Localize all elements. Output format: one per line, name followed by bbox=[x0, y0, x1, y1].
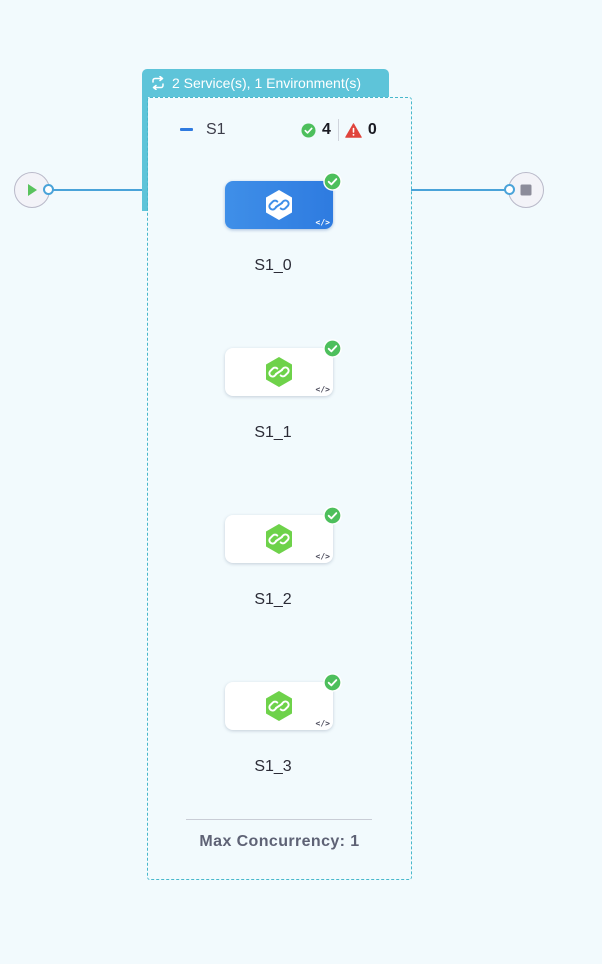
matrix-group-container bbox=[147, 97, 412, 880]
stop-icon bbox=[520, 184, 532, 196]
repeat-loop-icon bbox=[152, 76, 164, 90]
play-icon bbox=[28, 184, 37, 196]
step-name: S1_0 bbox=[254, 257, 292, 274]
group-accent-bar bbox=[142, 97, 148, 211]
step-name: S1_1 bbox=[254, 424, 292, 441]
step-node-s1-0[interactable]: </> bbox=[225, 172, 342, 229]
deploy-link-icon bbox=[266, 691, 292, 721]
max-concurrency-label: Max Concurrency: 1 bbox=[199, 833, 360, 850]
collapse-icon[interactable] bbox=[180, 128, 193, 131]
step-node-s1-2[interactable]: </> bbox=[225, 506, 342, 563]
check-circle-icon bbox=[301, 122, 316, 138]
check-circle-icon bbox=[323, 506, 342, 525]
check-circle-icon bbox=[323, 172, 342, 191]
status-summary: 4 0 bbox=[301, 119, 377, 141]
deploy-link-icon bbox=[266, 357, 292, 387]
code-icon: </> bbox=[315, 218, 330, 227]
step-node-s1-3[interactable]: </> bbox=[225, 673, 342, 730]
failed-count: 0 bbox=[367, 121, 377, 138]
matrix-group-header[interactable]: 2 Service(s), 1 Environment(s) bbox=[142, 69, 389, 97]
end-connector-line bbox=[411, 189, 510, 191]
step-name: S1_2 bbox=[254, 591, 292, 608]
start-connector-line bbox=[48, 189, 148, 191]
step-name: S1_3 bbox=[254, 758, 292, 775]
code-icon: </> bbox=[315, 552, 330, 561]
warning-triangle-icon bbox=[345, 122, 362, 138]
end-port[interactable] bbox=[504, 184, 515, 195]
check-circle-icon bbox=[323, 339, 342, 358]
code-icon: </> bbox=[315, 719, 330, 728]
stat-divider bbox=[337, 119, 339, 141]
stage-name: S1 bbox=[206, 121, 226, 138]
step-node-s1-1[interactable]: </> bbox=[225, 339, 342, 396]
start-port[interactable] bbox=[43, 184, 54, 195]
deploy-link-icon bbox=[266, 524, 292, 554]
deploy-link-icon bbox=[266, 190, 292, 220]
check-circle-icon bbox=[323, 673, 342, 692]
code-icon: </> bbox=[315, 385, 330, 394]
concurrency-divider bbox=[186, 819, 372, 820]
success-count: 4 bbox=[322, 121, 331, 138]
matrix-group-label: 2 Service(s), 1 Environment(s) bbox=[172, 75, 362, 91]
